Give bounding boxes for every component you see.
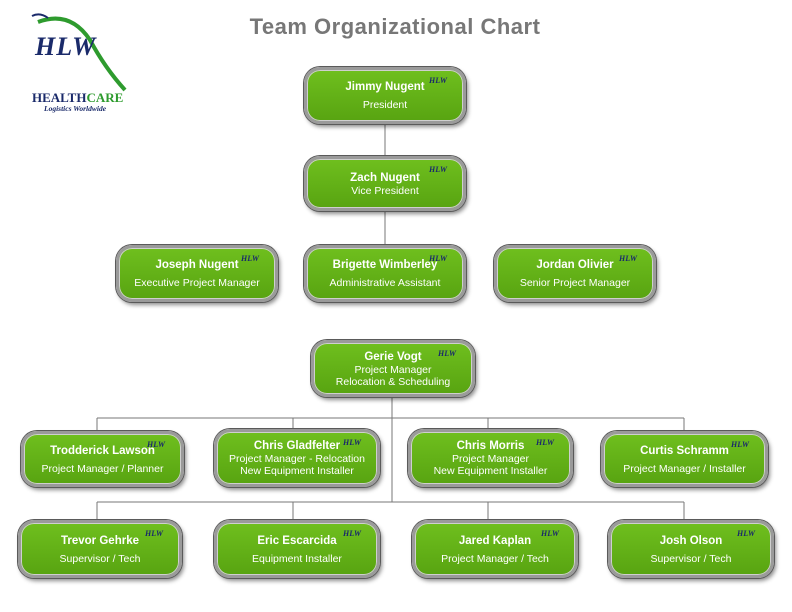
hlw-mini-logo-icon: HLW [438,349,456,358]
node-name: Gerie Vogt [364,350,422,363]
node-name: Joseph Nugent [155,259,239,271]
node-role: Administrative Assistant [329,277,441,289]
hlw-mini-logo-icon: HLW [147,440,165,449]
node-name: Jordan Olivier [536,259,614,271]
node-role-line2: New Equipment Installer [240,465,354,477]
org-node-project-manager-installer-morris[interactable]: HLW Chris Morris Project Manager New Equ… [408,429,573,487]
hlw-mini-logo-icon: HLW [541,529,559,538]
node-role: Project Manager / Planner [41,462,164,475]
node-role-line2: New Equipment Installer [433,465,548,477]
node-role: Supervisor / Tech [650,552,732,565]
node-role: Project Manager [451,453,530,465]
hlw-mini-logo-icon: HLW [429,165,447,174]
node-name: Josh Olson [659,534,723,547]
hlw-mini-logo-icon: HLW [145,529,163,538]
node-role: Senior Project Manager [519,277,631,289]
org-node-project-manager-relocation[interactable]: HLW Chris Gladfelter Project Manager - R… [214,429,380,487]
node-name: Trevor Gehrke [61,534,139,547]
org-node-project-manager-relocation-scheduling[interactable]: HLW Gerie Vogt Project Manager Relocatio… [311,340,475,397]
node-role: Supervisor / Tech [59,552,141,565]
hlw-mini-logo-icon: HLW [619,254,637,263]
node-role: Vice President [351,184,419,197]
org-node-equipment-installer[interactable]: HLW Eric Escarcida Equipment Installer [214,520,380,578]
node-role: Project Manager - Relocation [229,453,365,465]
org-node-project-manager-planner[interactable]: HLW Trodderick Lawson Project Manager / … [21,431,184,487]
hlw-mini-logo-icon: HLW [241,254,259,263]
logo-wordmark: HLW [35,32,97,61]
org-node-administrative-assistant[interactable]: HLW Brigette Wimberley Administrative As… [304,245,466,302]
node-role: Executive Project Manager [134,277,260,289]
node-role: Project Manager / Tech [441,552,549,565]
org-node-supervisor-tech-gehrke[interactable]: HLW Trevor Gehrke Supervisor / Tech [18,520,182,578]
hlw-mini-logo-icon: HLW [429,76,447,85]
node-name: Curtis Schramm [640,444,729,457]
hlw-mini-logo-icon: HLW [536,438,554,447]
node-role: Project Manager [354,363,432,376]
node-name: Jimmy Nugent [345,81,425,93]
org-node-supervisor-tech-olson[interactable]: HLW Josh Olson Supervisor / Tech [608,520,774,578]
org-node-vice-president[interactable]: HLW Zach Nugent Vice President [304,156,466,211]
hlw-mini-logo-icon: HLW [343,529,361,538]
node-name: Jared Kaplan [458,534,532,547]
company-logo: HLW HEALTHCARE Logistics Worldwide [30,10,140,120]
node-name: Zach Nugent [350,171,420,184]
node-name: Chris Gladfelter [253,440,341,452]
hlw-mini-logo-icon: HLW [343,438,361,447]
logo-swoosh [31,13,127,92]
node-role-line2: Relocation & Scheduling [335,375,451,388]
node-role: Project Manager / Installer [623,462,746,475]
org-node-executive-project-manager[interactable]: HLW Joseph Nugent Executive Project Mana… [116,245,278,302]
node-name: Trodderick Lawson [50,444,155,457]
hlw-mini-logo-icon: HLW [737,529,755,538]
logo-tagline: Logistics Worldwide [44,104,107,113]
org-node-project-manager-installer-schramm[interactable]: HLW Curtis Schramm Project Manager / Ins… [601,431,768,487]
hlw-mini-logo-icon: HLW [429,254,447,263]
logo-healthcare: HEALTHCARE [32,90,124,105]
hlw-mini-logo-icon: HLW [731,440,749,449]
chart-title: Team Organizational Chart [249,14,541,39]
org-node-president[interactable]: HLW Jimmy Nugent President [304,67,466,124]
node-role: Equipment Installer [252,552,342,565]
node-name: Brigette Wimberley [332,259,438,271]
org-node-senior-project-manager[interactable]: HLW Jordan Olivier Senior Project Manage… [494,245,656,302]
node-role: President [362,99,408,111]
org-node-project-manager-tech[interactable]: HLW Jared Kaplan Project Manager / Tech [412,520,578,578]
node-name: Eric Escarcida [257,534,337,547]
node-name: Chris Morris [456,440,525,452]
